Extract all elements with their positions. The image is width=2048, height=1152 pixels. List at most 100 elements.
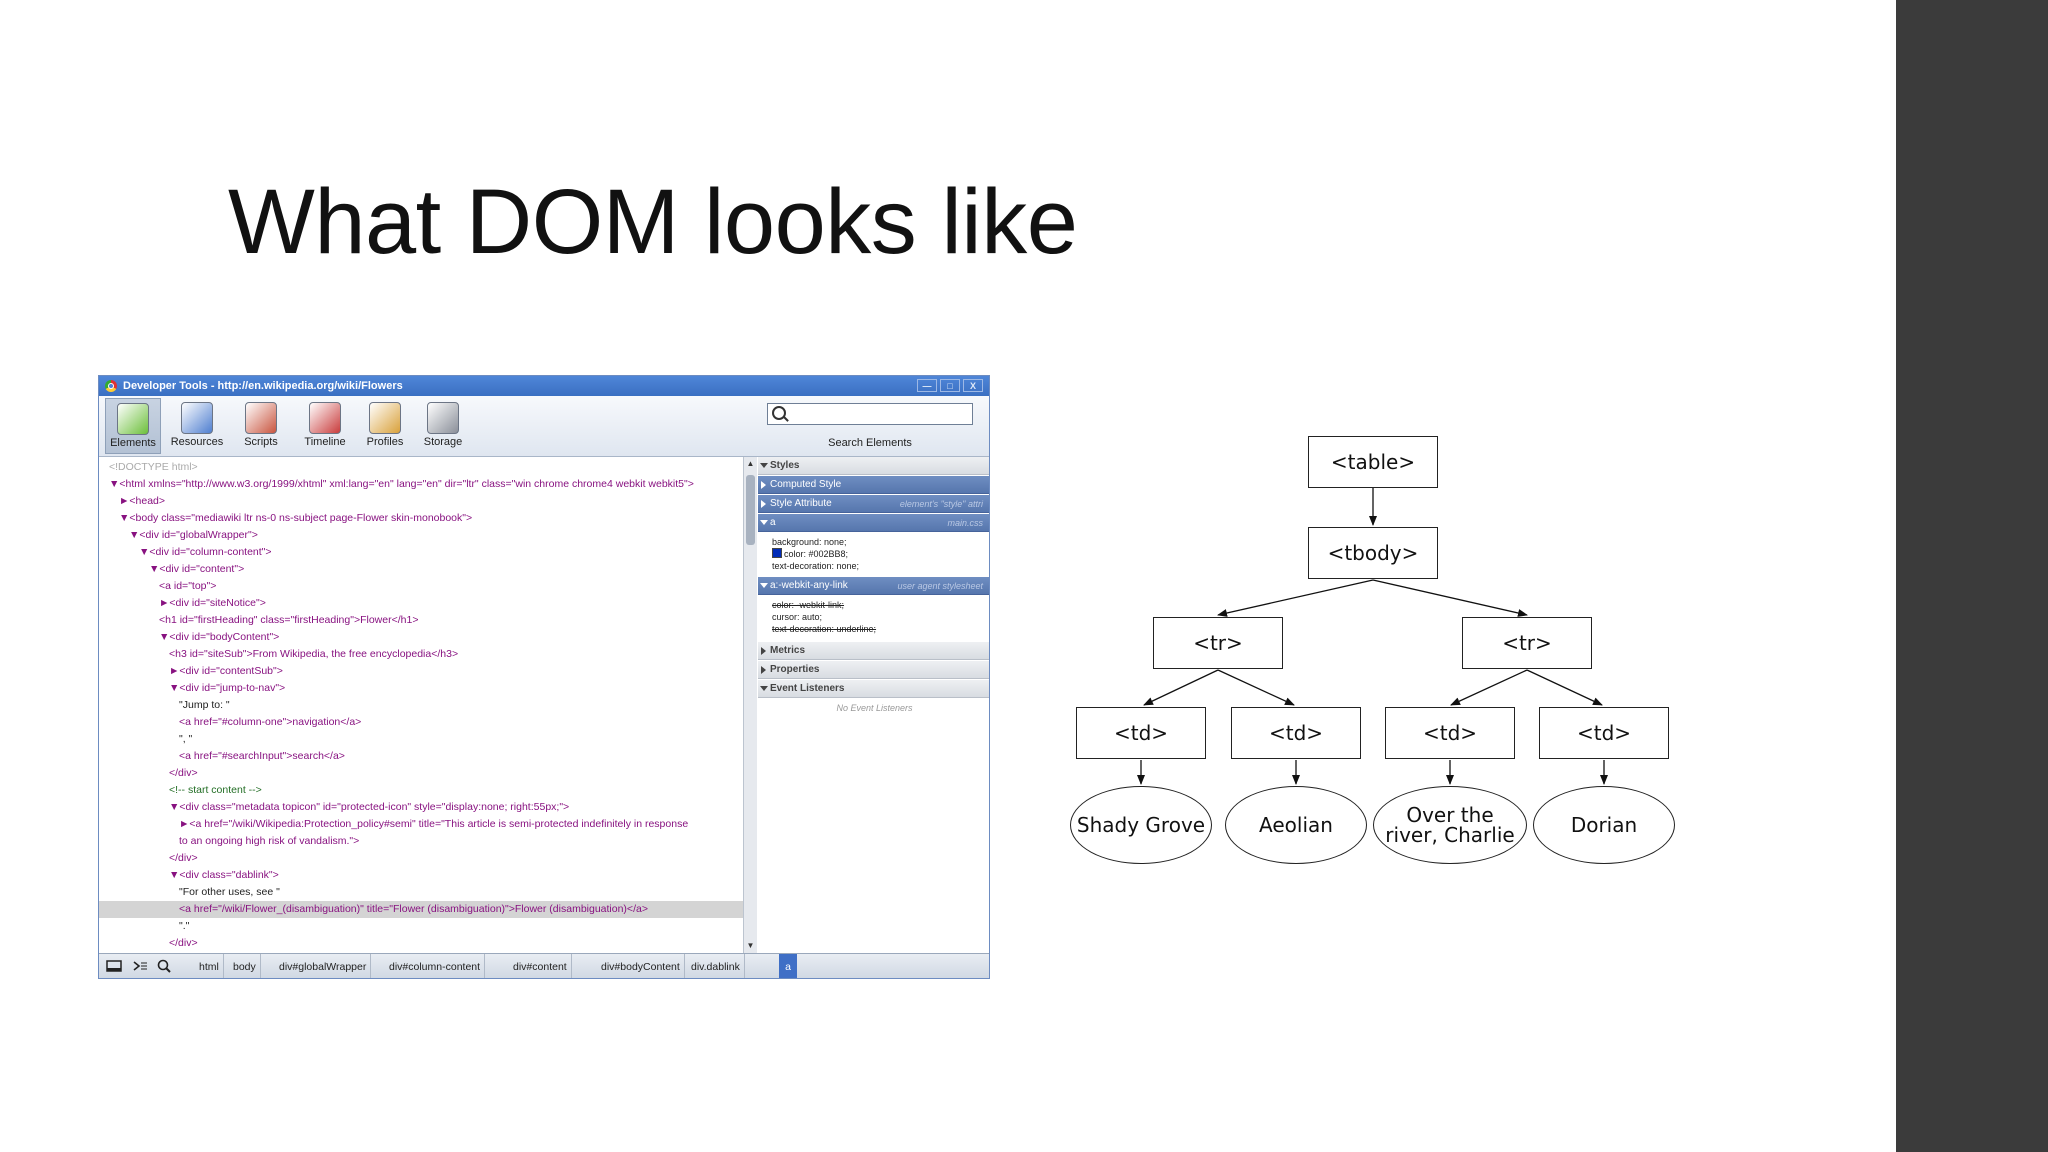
scroll-down-arrow-icon[interactable]: ▼ [746, 941, 755, 950]
minimize-button[interactable]: — [917, 379, 937, 392]
dom-tree-line[interactable]: ▼<div id="bodyContent"> [159, 631, 280, 643]
rule-ua-prop-cursor[interactable]: cursor: auto; [772, 612, 823, 622]
slide-side-bar [1896, 0, 2048, 1152]
toolbar-scripts-button[interactable]: Scripts [233, 398, 289, 454]
dom-tree-line[interactable]: ▼<html xmlns="http://www.w3.org/1999/xht… [109, 478, 694, 490]
dom-tree-line[interactable]: <h3 id="siteSub">From Wikipedia, the fre… [169, 648, 459, 660]
console-icon[interactable] [131, 957, 149, 975]
dom-tree-line[interactable]: ▼<div id="jump-to-nav"> [169, 682, 286, 694]
no-event-listeners-text: No Event Listeners [836, 703, 913, 713]
dom-tree-line[interactable]: ►<a href="/wiki/Wikipedia:Protection_pol… [179, 818, 689, 830]
scroll-thumb[interactable] [746, 475, 755, 545]
dom-tree-line[interactable]: "For other uses, see " [179, 886, 280, 898]
dom-tree-line[interactable]: to an ongoing high risk of vandalism."> [179, 835, 360, 847]
breadcrumb-item[interactable]: div#content [509, 954, 572, 978]
toolbar-storage-button[interactable]: Storage [415, 398, 471, 454]
search-icon [772, 406, 786, 420]
breadcrumb-item[interactable]: div#bodyContent [597, 954, 685, 978]
resources-icon [181, 402, 213, 434]
color-swatch[interactable] [772, 548, 782, 558]
close-button[interactable]: X [963, 379, 983, 392]
dom-tree-line[interactable]: ▼<div class="metadata topicon" id="prote… [169, 801, 570, 813]
toolbar-profiles-button[interactable]: Profiles [357, 398, 413, 454]
search-elements-label: Search Elements [828, 437, 912, 449]
style-attribute-label: Style Attribute [770, 498, 832, 509]
computed-style-header[interactable]: Computed Style [758, 476, 989, 494]
dom-tree-line[interactable]: <!DOCTYPE html> [109, 461, 198, 473]
dom-tree-line[interactable]: <a href="#column-one">navigation</a> [179, 716, 362, 728]
dom-tree-line[interactable]: ▼<body class="mediawiki ltr ns-0 ns-subj… [119, 512, 473, 524]
rule-a-prop-background[interactable]: background: none; [772, 537, 847, 547]
dom-tree-line[interactable]: ►<div id="siteNotice"> [159, 597, 266, 609]
rule-ua-prop-color[interactable]: color: -webkit-link; [772, 600, 845, 610]
event-listeners-header[interactable]: Event Listeners [758, 680, 989, 698]
rule-a-source[interactable]: main.css [947, 518, 983, 528]
rule-a-prop-color[interactable]: color: #002BB8; [772, 548, 848, 560]
breadcrumb-item[interactable]: a [779, 954, 797, 978]
toolbar-timeline-button[interactable]: Timeline [297, 398, 353, 454]
node-td-3: <td> [1385, 707, 1515, 759]
dom-tree-line[interactable]: <h1 id="firstHeading" class="firstHeadin… [159, 614, 419, 626]
storage-icon [427, 402, 459, 434]
timeline-icon [309, 402, 341, 434]
dom-tree-line[interactable]: "Jump to: " [179, 699, 230, 711]
dom-tree-line[interactable]: </div> [169, 852, 198, 864]
breadcrumb-item[interactable]: body [229, 954, 261, 978]
node-table: <table> [1308, 436, 1438, 488]
dom-tree-line[interactable]: ▼<div id="column-content"> [139, 546, 272, 558]
edge-tr-td3 [1450, 669, 1528, 706]
dom-tree-line[interactable]: ▼<div id="globalWrapper"> [129, 529, 258, 541]
dom-tree-line[interactable]: ", " [179, 733, 193, 745]
rule-a-prop-text-decoration[interactable]: text-decoration: none; [772, 561, 860, 571]
devtools-window: Developer Tools - http://en.wikipedia.or… [98, 375, 990, 979]
dom-scrollbar[interactable]: ▲ ▼ [743, 457, 757, 953]
breadcrumb-item[interactable]: div.dablink [687, 954, 745, 978]
dom-tree-line[interactable]: <!-- start content --> [169, 784, 262, 796]
properties-header[interactable]: Properties [758, 661, 989, 679]
maximize-button[interactable]: □ [940, 379, 960, 392]
edge-tr-td1 [1143, 669, 1219, 706]
styles-section-header[interactable]: Styles [758, 457, 989, 475]
scroll-up-arrow-icon[interactable]: ▲ [746, 459, 755, 468]
dom-tree-line[interactable]: ▼<div class="dablink"> [169, 869, 279, 881]
node-td-1: <td> [1076, 707, 1206, 759]
toolbar-resources-button[interactable]: Resources [169, 398, 225, 454]
leaf-dorian: Dorian [1533, 786, 1675, 864]
rule-a-header[interactable]: a main.css [758, 514, 989, 532]
rule-a-selector: a [770, 517, 776, 528]
dom-tree-pane[interactable]: <!DOCTYPE html> ▼<html xmlns="http://www.… [99, 457, 743, 953]
breadcrumb-item[interactable]: div#column-content [385, 954, 486, 978]
dom-tree-line[interactable]: ►<div id="contentSub"> [169, 665, 283, 677]
profiles-icon [369, 402, 401, 434]
leaf-shady-grove: Shady Grove [1070, 786, 1212, 864]
dom-tree-line[interactable]: <a href="/wiki/Flower_(disambiguation)" … [99, 901, 743, 918]
inspect-search-icon[interactable] [155, 957, 173, 975]
leaf-over-the-river-charlie: Over the river, Charlie [1373, 786, 1527, 864]
dom-tree-line[interactable]: <a id="top"> [159, 580, 217, 592]
tree-edges [1137, 488, 1608, 785]
rule-ua-selector: a:-webkit-any-link [770, 580, 848, 591]
dom-tree-line[interactable]: <a href="#searchInput">search</a> [179, 750, 345, 762]
toolbar-label: Scripts [244, 436, 278, 448]
breadcrumb-item[interactable]: div#globalWrapper [275, 954, 372, 978]
breadcrumb-item[interactable]: html [195, 954, 224, 978]
search-elements-input[interactable] [767, 403, 973, 425]
dom-tree-line[interactable]: ▼<div id="content"> [149, 563, 245, 575]
dom-tree-line[interactable]: "." [179, 920, 190, 932]
dom-tree-line[interactable]: </div> [169, 937, 198, 949]
dock-icon[interactable] [105, 957, 123, 975]
dom-tree-line[interactable]: </div> [169, 767, 198, 779]
edge-tr-td4 [1526, 669, 1603, 706]
toolbar-elements-button[interactable]: Elements [105, 398, 161, 454]
metrics-header[interactable]: Metrics [758, 642, 989, 660]
node-tr-left: <tr> [1153, 617, 1283, 669]
dom-tree-line[interactable]: ►<head> [119, 495, 166, 507]
toolbar-label: Elements [110, 437, 156, 449]
node-td-2: <td> [1231, 707, 1361, 759]
rule-ua-prop-text-decoration[interactable]: text-decoration: underline; [772, 624, 877, 634]
